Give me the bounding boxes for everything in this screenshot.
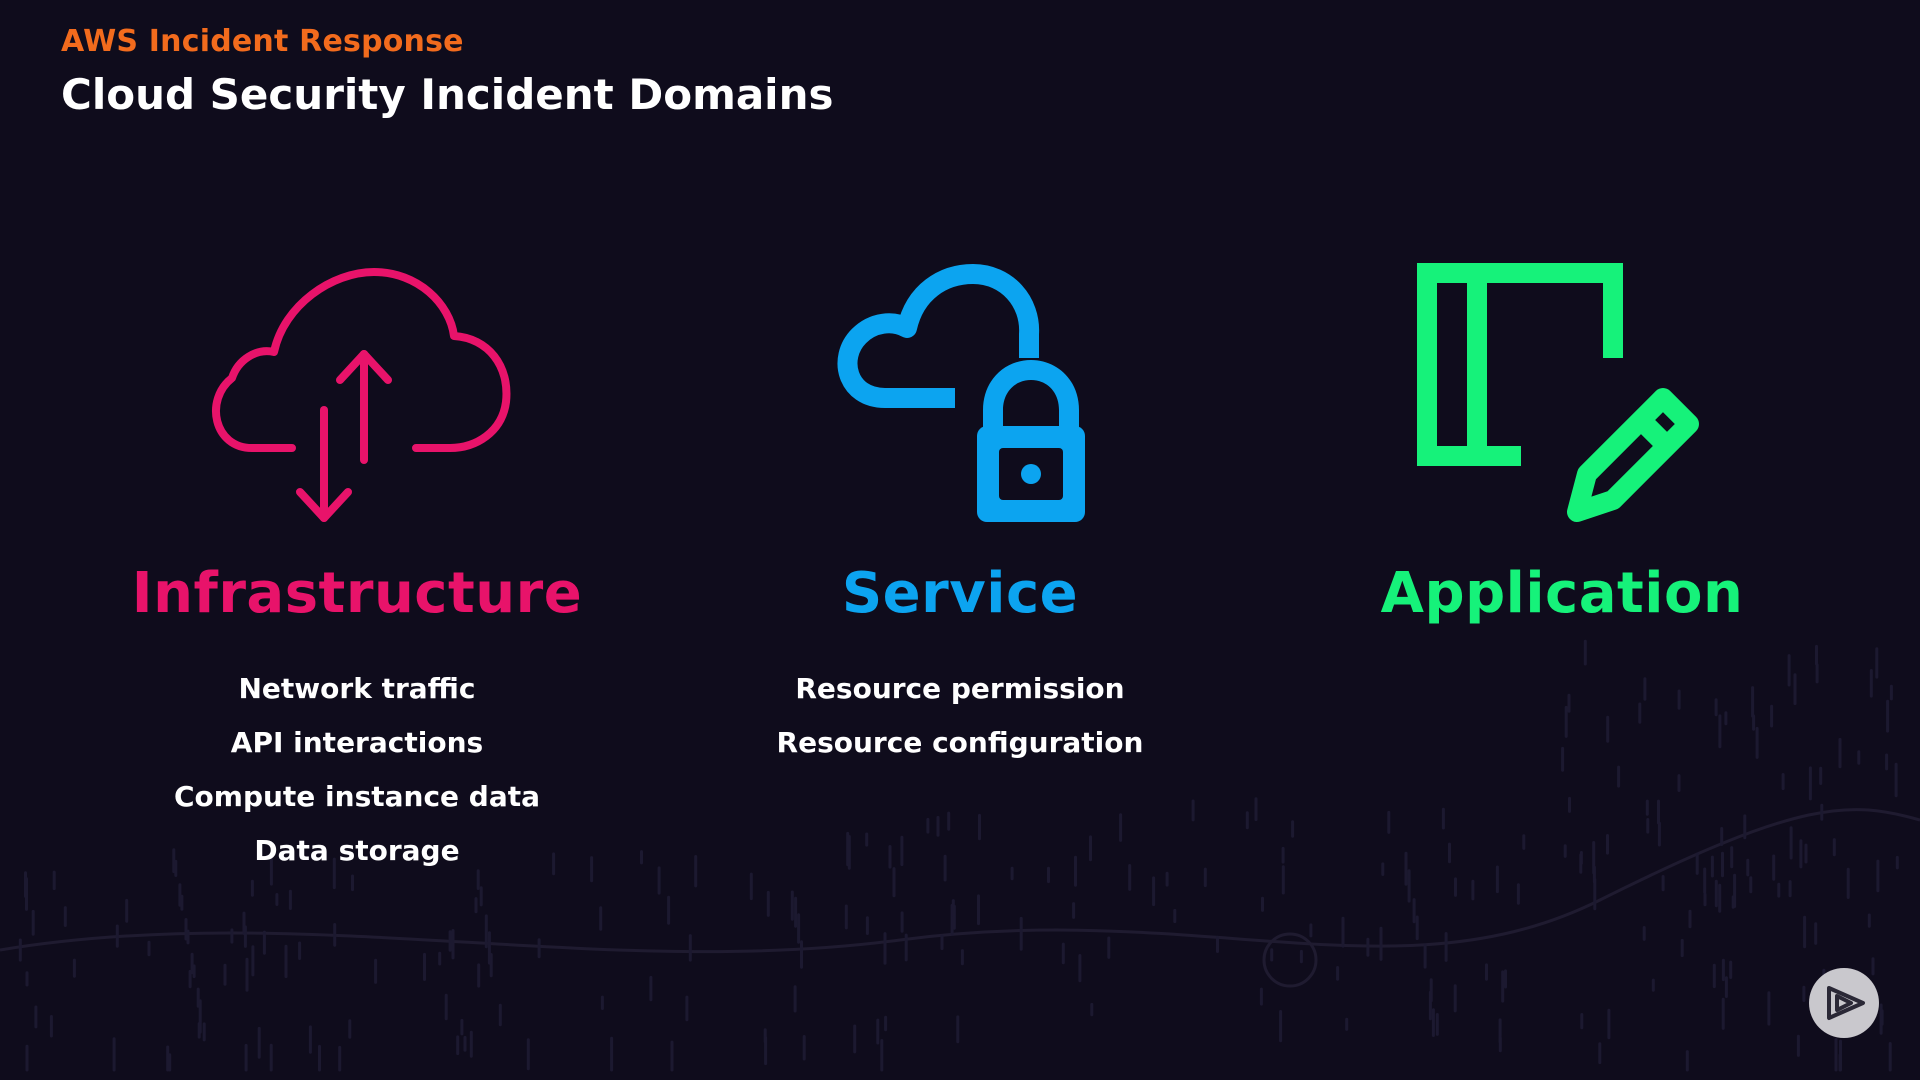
- slide-title: Cloud Security Incident Domains: [61, 70, 834, 119]
- list-item: Resource configuration: [776, 726, 1144, 759]
- document-edit-graphic: [1417, 263, 1699, 522]
- play-logo-icon: [1827, 986, 1865, 1020]
- cloud-upload-download-graphic: [212, 268, 511, 522]
- domain-name-infrastructure: Infrastructure: [131, 561, 583, 626]
- presentation-kicker: AWS Incident Response: [61, 24, 464, 59]
- domain-infrastructure: Infrastructure Network traffic API inter…: [57, 250, 657, 878]
- domain-application: Application: [1262, 250, 1862, 634]
- domain-name-service: Service: [841, 561, 1079, 626]
- domain-service: Service Resource permission Resource con…: [660, 250, 1260, 770]
- list-item: Resource permission: [795, 672, 1125, 705]
- list-item: Network traffic: [238, 672, 476, 705]
- player-badge[interactable]: [1809, 968, 1879, 1038]
- document-edit-icon: [1397, 250, 1727, 540]
- list-item: API interactions: [230, 726, 484, 759]
- cloud-upload-download-icon: [192, 250, 522, 540]
- list-item: Compute instance data: [173, 780, 541, 813]
- domain-items-service: Resource permission Resource configurati…: [777, 662, 1144, 770]
- domain-items-infrastructure: Network traffic API interactions Compute…: [174, 662, 540, 878]
- list-item: Data storage: [254, 834, 460, 867]
- domain-name-application: Application: [1380, 561, 1744, 626]
- cloud-lock-graphic: [837, 264, 1085, 522]
- cloud-lock-icon: [795, 250, 1125, 540]
